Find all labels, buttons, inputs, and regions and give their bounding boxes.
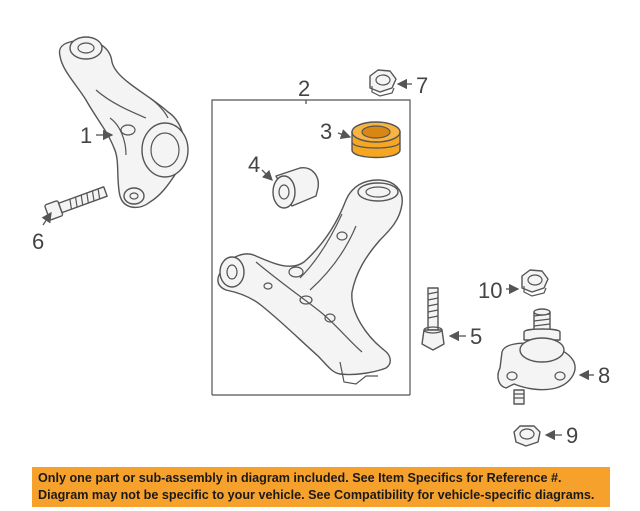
nut-9 xyxy=(513,425,541,447)
knuckle-bolt xyxy=(44,186,108,221)
callout-10: 10 xyxy=(478,278,502,303)
callout-1: 1 xyxy=(80,123,92,148)
control-arm-bracket xyxy=(211,99,411,396)
callout-2: 2 xyxy=(298,76,310,101)
arm-bolt xyxy=(421,287,445,351)
nut-7 xyxy=(369,69,397,97)
callout-9: 9 xyxy=(566,423,578,448)
callout-8: 8 xyxy=(598,363,610,388)
callout-5: 5 xyxy=(470,324,482,349)
lower-control-arm xyxy=(217,179,403,385)
callout-4: 4 xyxy=(248,152,260,177)
notice-line-2: Diagram may not be specific to your vehi… xyxy=(38,488,595,502)
parts-diagram: 1 6 2 7 3 4 xyxy=(32,36,610,448)
nut-10 xyxy=(521,269,549,297)
ball-joint xyxy=(497,308,576,405)
notice-line-1: Only one part or sub-assembly in diagram… xyxy=(38,471,562,485)
callout-3: 3 xyxy=(320,119,332,144)
control-arm-bushing xyxy=(351,121,401,159)
callout-6: 6 xyxy=(32,229,44,254)
callout-7: 7 xyxy=(416,73,428,98)
notice-banner: Only one part or sub-assembly in diagram… xyxy=(32,467,610,507)
steering-knuckle xyxy=(58,36,189,209)
rear-bushing xyxy=(272,167,319,209)
